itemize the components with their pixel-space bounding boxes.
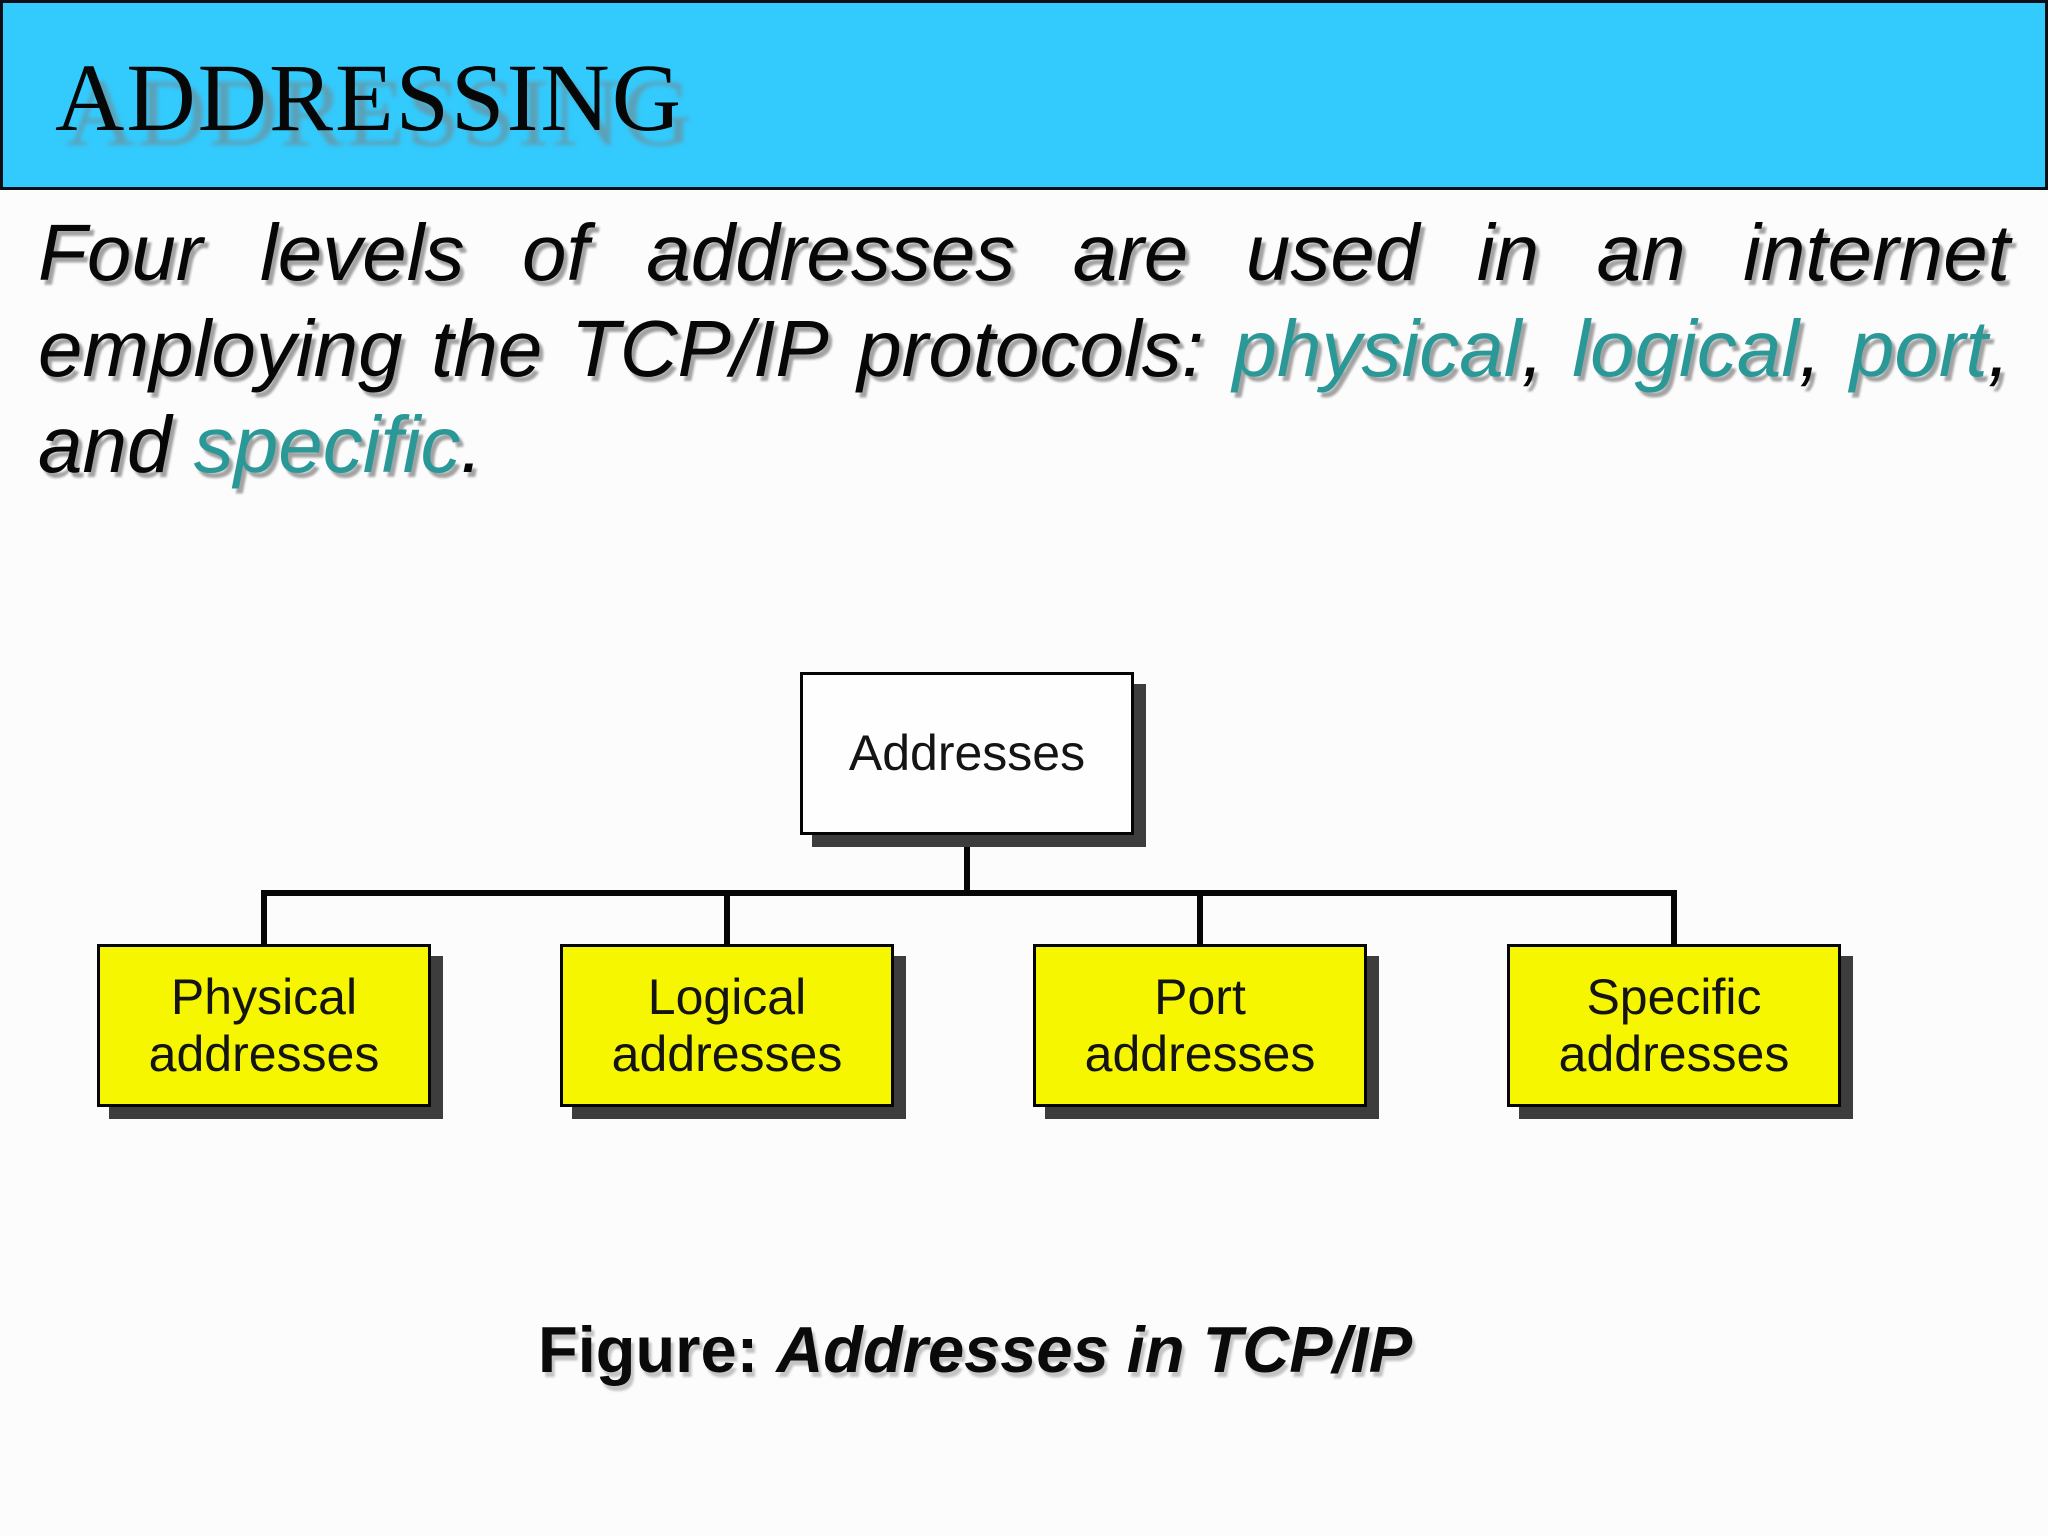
text-segment: protocols:: [857, 304, 1205, 393]
word: physical,: [1233, 303, 1544, 395]
connector-drop-physical: [261, 890, 267, 948]
word: port,: [1850, 303, 2010, 395]
text-segment: the: [431, 304, 543, 393]
text-segment: ,: [1521, 304, 1544, 393]
text-segment: employing: [38, 304, 403, 393]
connector-root-stem: [964, 835, 970, 893]
text-segment: in: [1476, 208, 1540, 297]
caption-title: Addresses in TCP/IP: [776, 1313, 1413, 1386]
word: logical,: [1572, 303, 1821, 395]
node-label-line: Specific: [1586, 968, 1762, 1025]
text-segment: internet: [1743, 208, 2010, 297]
text-segment: are: [1072, 208, 1189, 297]
text-segment: TCP/IP: [570, 304, 829, 393]
accent-term: specific: [193, 400, 461, 489]
text-segment: and: [38, 400, 194, 489]
header-bar: ADDRESSING: [0, 0, 2048, 190]
word: in: [1477, 207, 1539, 299]
text-segment: Four: [38, 208, 203, 297]
caption-prefix: Figure:: [538, 1313, 777, 1386]
accent-term: port: [1849, 304, 1988, 393]
word: employing: [38, 303, 403, 395]
word: TCP/IP: [571, 303, 829, 395]
text-segment: of: [522, 208, 589, 297]
text-segment: used: [1245, 208, 1420, 297]
text-segment: ,: [1799, 304, 1822, 393]
node-port-addresses: Port addresses: [1033, 944, 1367, 1107]
node-label-line: Physical: [170, 968, 358, 1025]
word: Four: [38, 207, 203, 299]
word: levels: [260, 207, 465, 299]
node-label-line: addresses: [148, 1025, 380, 1082]
accent-term: physical: [1232, 304, 1522, 393]
node-physical-addresses: Physical addresses: [97, 944, 431, 1107]
accent-term: logical: [1572, 304, 1800, 393]
intro-line-3: and specific.: [38, 397, 2010, 493]
connector-drop-logical: [724, 890, 730, 948]
node-logical-addresses: Logical addresses: [560, 944, 894, 1107]
node-label-line: addresses: [1558, 1025, 1790, 1082]
node-label-line: addresses: [611, 1025, 843, 1082]
node-addresses: Addresses: [800, 672, 1134, 835]
connector-drop-port: [1197, 890, 1203, 948]
word: of: [522, 207, 589, 299]
word: the: [431, 303, 542, 395]
word: an: [1597, 207, 1686, 299]
node-label-line: Logical: [647, 968, 807, 1025]
node-label-line: addresses: [1084, 1025, 1316, 1082]
text-segment: ,: [1987, 304, 2010, 393]
word: internet: [1743, 207, 2010, 299]
word: are: [1073, 207, 1189, 299]
node-label-line: Port: [1154, 968, 1246, 1025]
node-addresses-label: Addresses: [848, 725, 1086, 781]
text-segment: levels: [259, 208, 465, 297]
figure-caption: Figure: Addresses in TCP/IP: [538, 1312, 1412, 1388]
word: addresses: [646, 207, 1015, 299]
word: used: [1246, 207, 1419, 299]
page-title: ADDRESSING: [55, 44, 684, 151]
connector-horizontal: [261, 890, 1677, 896]
text-segment: an: [1596, 208, 1686, 297]
text-segment: addresses: [646, 208, 1016, 297]
text-segment: .: [460, 400, 483, 489]
node-specific-addresses: Specific addresses: [1507, 944, 1841, 1107]
word: protocols:: [857, 303, 1204, 395]
connector-drop-specific: [1671, 890, 1677, 948]
